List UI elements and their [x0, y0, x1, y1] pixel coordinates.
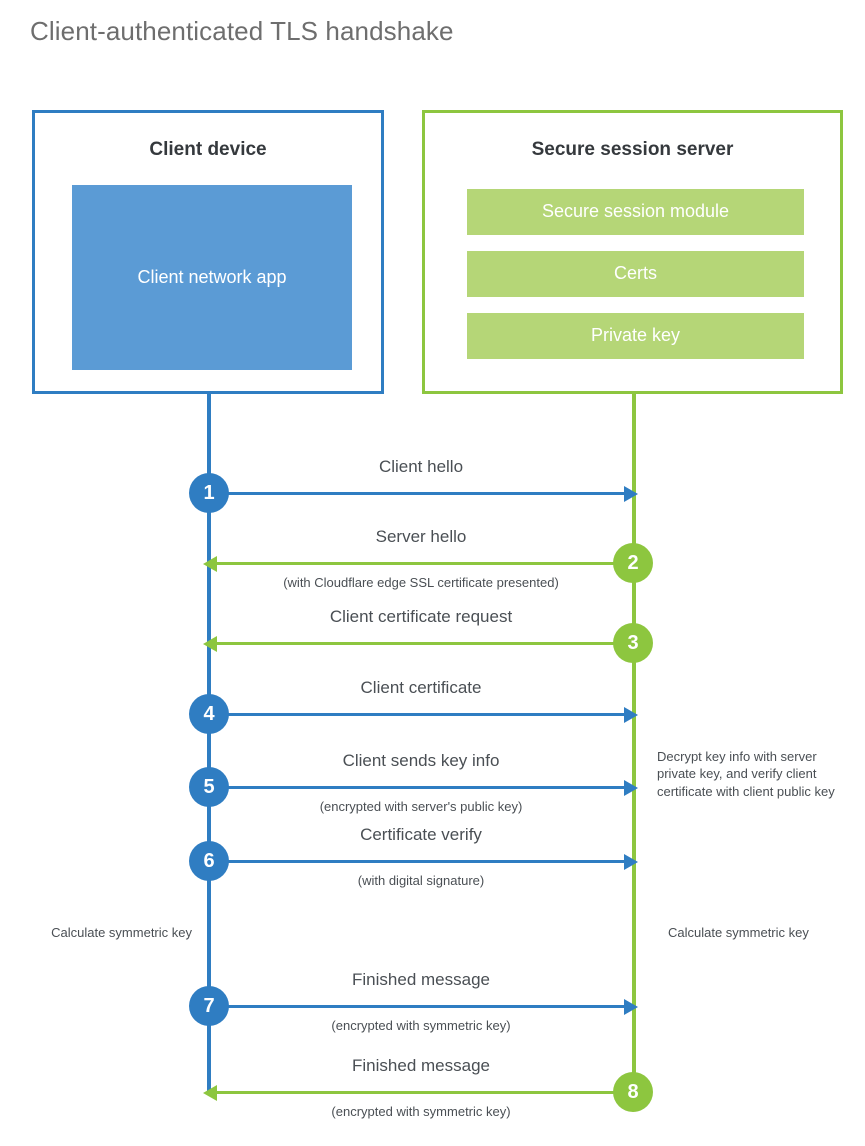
message-line-3 [217, 642, 634, 645]
message-line-8 [217, 1091, 634, 1094]
message-line-1 [209, 492, 626, 495]
message-sublabel-5: (encrypted with server's public key) [319, 799, 523, 814]
step-circle-5[interactable]: 5 [189, 767, 229, 807]
arrow-head-icon-1 [624, 486, 638, 502]
step-circle-2[interactable]: 2 [613, 543, 653, 583]
message-line-5 [209, 786, 626, 789]
client-network-app-block: Client network app [72, 185, 352, 370]
private-key-block: Private key [467, 313, 804, 359]
arrow-head-icon-6 [624, 854, 638, 870]
message-label-2: Server hello [375, 527, 467, 546]
note-calculate-symmetric-key-server: Calculate symmetric key [668, 925, 809, 940]
message-label-6: Certificate verify [360, 825, 482, 844]
certs-block: Certs [467, 251, 804, 297]
message-sublabel-8: (encrypted with symmetric key) [331, 1104, 511, 1119]
message-label-5: Client sends key info [342, 751, 500, 770]
note-decrypt-key-info: Decrypt key info with server private key… [657, 749, 835, 799]
secure-session-server-box: Secure session server Secure session mod… [422, 110, 843, 394]
client-device-title: Client device [149, 139, 267, 160]
server-lifeline [632, 393, 636, 1094]
client-device-box: Client device Client network app [32, 110, 384, 394]
message-line-2 [217, 562, 634, 565]
message-label-8: Finished message [352, 1056, 490, 1075]
arrow-head-icon-7 [624, 999, 638, 1015]
note-calculate-symmetric-key-client: Calculate symmetric key [51, 925, 192, 940]
arrow-head-icon-2 [203, 556, 217, 572]
arrow-head-icon-3 [203, 636, 217, 652]
message-sublabel-2: (with Cloudflare edge SSL certificate pr… [283, 575, 559, 590]
step-circle-6[interactable]: 6 [189, 841, 229, 881]
message-sublabel-7: (encrypted with symmetric key) [331, 1018, 511, 1033]
arrow-head-icon-8 [203, 1085, 217, 1101]
secure-session-module-block: Secure session module [467, 189, 804, 235]
client-lifeline [207, 393, 211, 1094]
step-circle-8[interactable]: 8 [613, 1072, 653, 1112]
message-line-4 [209, 713, 626, 716]
message-label-4: Client certificate [360, 678, 482, 697]
arrow-head-icon-5 [624, 780, 638, 796]
step-circle-3[interactable]: 3 [613, 623, 653, 663]
arrow-head-icon-4 [624, 707, 638, 723]
secure-session-server-title: Secure session server [531, 139, 734, 160]
message-label-1: Client hello [378, 457, 464, 476]
message-line-7 [209, 1005, 626, 1008]
step-circle-1[interactable]: 1 [189, 473, 229, 513]
message-label-7: Finished message [352, 970, 490, 989]
step-circle-4[interactable]: 4 [189, 694, 229, 734]
message-line-6 [209, 860, 626, 863]
page-title: Client-authenticated TLS handshake [30, 16, 454, 46]
step-circle-7[interactable]: 7 [189, 986, 229, 1026]
message-label-3: Client certificate request [329, 607, 513, 626]
message-sublabel-6: (with digital signature) [357, 873, 485, 888]
